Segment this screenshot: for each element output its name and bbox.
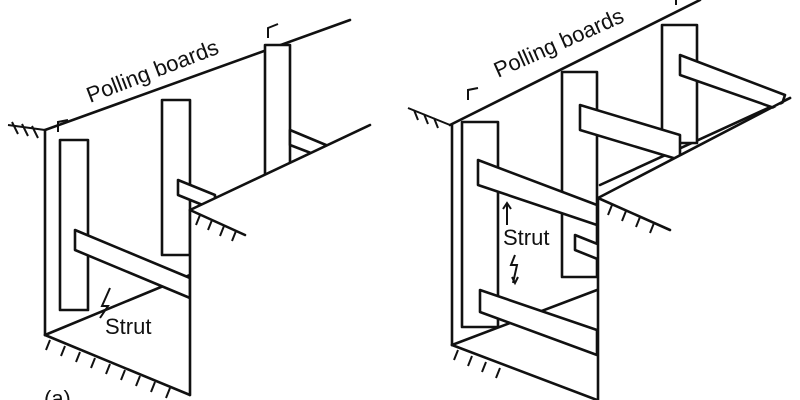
ground-hatch-right bbox=[195, 214, 237, 242]
front-soil-block-r bbox=[598, 95, 800, 400]
polling-boards-label-left: Polling boards bbox=[83, 34, 222, 107]
ground-edge-right-r bbox=[596, 96, 792, 200]
ground-hatch-right-r bbox=[607, 204, 655, 234]
ground-edge-front bbox=[188, 208, 247, 237]
top-edge-line-r bbox=[448, 0, 702, 127]
trench-bottom-r bbox=[450, 343, 599, 400]
front-soil-block bbox=[190, 125, 370, 400]
ground-hatch-bottom bbox=[45, 339, 171, 399]
strut-pointer-arrow bbox=[99, 287, 111, 319]
ground-hatch-left-top-r bbox=[407, 107, 451, 129]
left-excavation bbox=[7, 18, 372, 400]
right-excavation bbox=[407, 0, 800, 400]
trench-bottom-edge bbox=[43, 333, 192, 397]
strut-label-right: Strut bbox=[503, 225, 549, 250]
polling-board-2 bbox=[160, 98, 192, 257]
ground-edge-right bbox=[188, 123, 372, 212]
strut-pointer-arrow-lower bbox=[509, 254, 519, 286]
ground-hatch-left-top bbox=[7, 121, 46, 139]
ground-hatch-bottom-r bbox=[453, 349, 501, 379]
strut-label-left: Strut bbox=[105, 314, 151, 339]
figure-caption-a: (a) bbox=[44, 386, 71, 400]
polling-board-1 bbox=[58, 138, 90, 312]
top-edge-line bbox=[43, 18, 352, 132]
ground-edge-front-r bbox=[596, 196, 672, 232]
board-bracket-left bbox=[57, 23, 279, 132]
strut-pointer-arrow-upper bbox=[502, 201, 512, 225]
board-bracket-right bbox=[467, 0, 677, 100]
polling-board-3-r bbox=[660, 23, 699, 145]
